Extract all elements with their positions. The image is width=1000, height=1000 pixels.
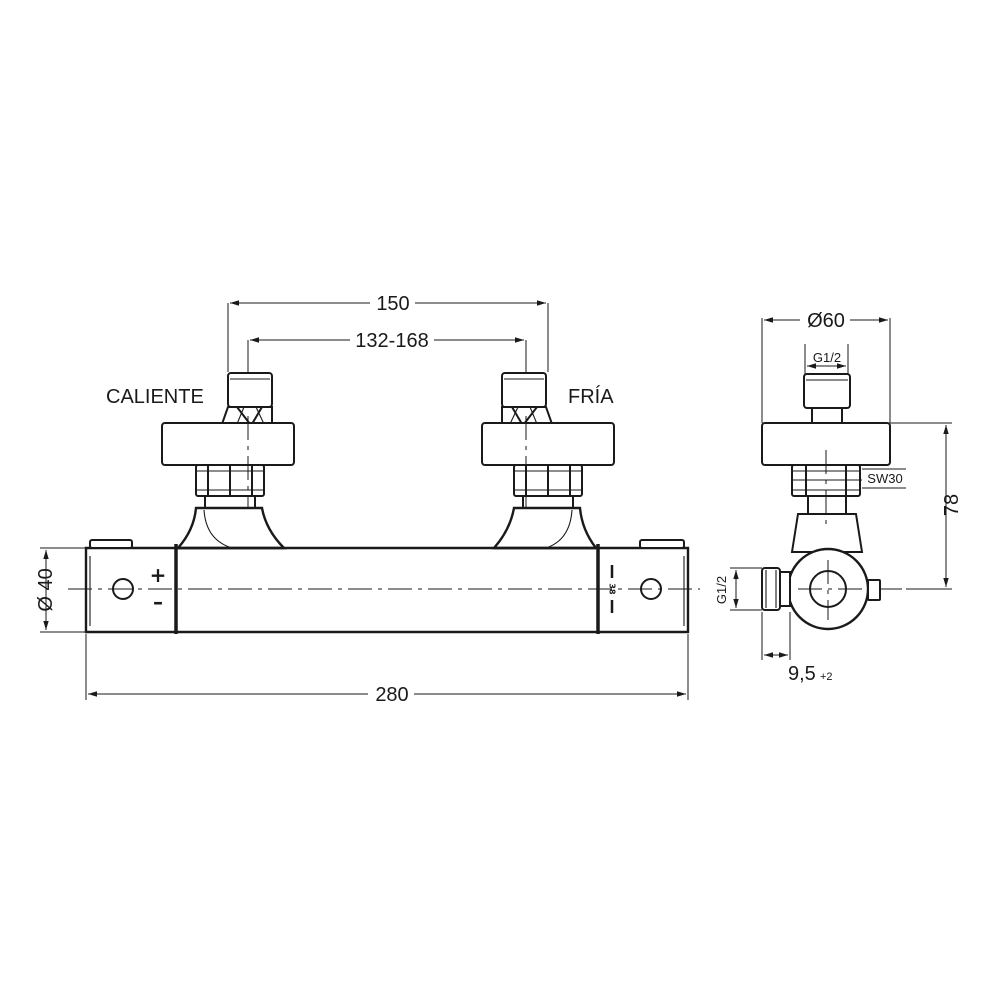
dimension-flange-diameter: Ø60 (761, 310, 891, 423)
dimension-d40-label: Ø 40 (35, 568, 57, 611)
side-view: Ø60 G1/2 SW30 (714, 310, 963, 685)
cold-inlet-connector (481, 372, 615, 520)
dimension-thread-outlet: G1/2 (714, 567, 762, 611)
dimension-132-168-label: 132-168 (355, 330, 428, 352)
cold-inlet-label: FRÍA (568, 385, 614, 408)
plus-marking: + (150, 563, 167, 587)
temperature-scale-marking: 38 (608, 565, 617, 613)
temp-38-label: 38 (608, 583, 617, 595)
dimension-thread-top: G1/2 (804, 344, 849, 374)
outlet-tolerance-label: +2 (820, 671, 833, 683)
dimension-wrench-size: SW30 (792, 468, 906, 489)
dimension-d60-label: Ø60 (807, 310, 845, 332)
dimension-body-length: 280 (85, 634, 689, 706)
hot-inlet-connector (161, 372, 295, 520)
dimension-inlet-range: 132-168 (247, 330, 527, 372)
dimension-78-label: 78 (941, 494, 963, 516)
dimension-280-label: 280 (375, 684, 408, 706)
mixer-body (68, 506, 700, 634)
dimension-outlet-length: 9,5 +2 (761, 612, 833, 685)
minus-marking: – (153, 590, 163, 614)
front-view: 150 132-168 CALIENTE FRÍA (35, 293, 700, 706)
dimension-inlet-spacing: 150 (227, 293, 549, 372)
dimension-body-diameter: Ø 40 (35, 547, 86, 633)
wrench-size-label: SW30 (867, 471, 902, 486)
dimension-150-label: 150 (376, 293, 409, 315)
thread-outlet-label: G1/2 (714, 576, 729, 604)
thread-top-label: G1/2 (813, 350, 841, 365)
dimension-height: 78 (890, 422, 963, 590)
outlet-length-label: 9,5 (788, 663, 816, 685)
side-outlet-fitting (761, 567, 791, 611)
hot-inlet-label: CALIENTE (106, 386, 204, 408)
